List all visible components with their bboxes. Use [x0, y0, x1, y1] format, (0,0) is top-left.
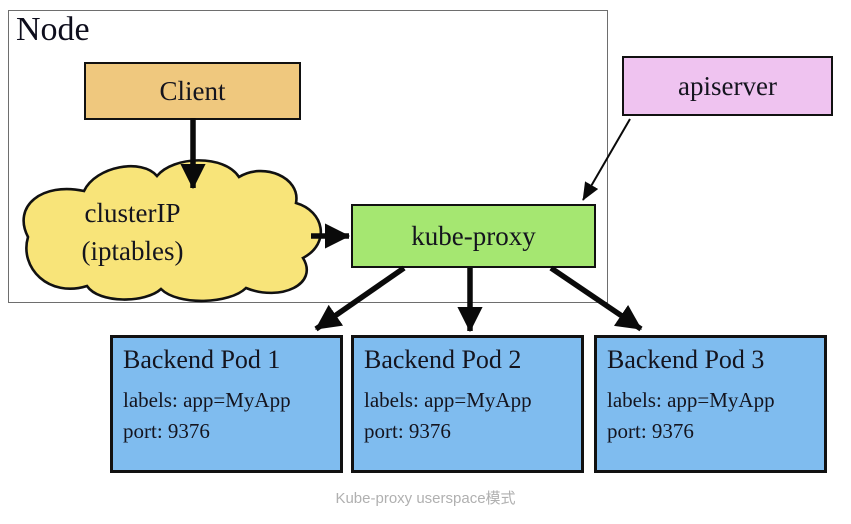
clusterip-line2: (iptables): [81, 236, 184, 266]
client-label: Client: [159, 75, 226, 106]
apiserver-box: apiserver: [622, 56, 833, 116]
clusterip-cloud-text: clusterIP (iptables): [30, 194, 235, 270]
backend-pod-3-box: Backend Pod 3 labels: app=MyApp port: 93…: [594, 335, 827, 473]
pod-labels: labels: app=MyApp: [123, 388, 291, 412]
backend-pod-2-box: Backend Pod 2 labels: app=MyApp port: 93…: [351, 335, 584, 473]
pod-title: Backend Pod 3: [607, 345, 765, 374]
kube-proxy-label: kube-proxy: [411, 220, 536, 251]
node-label: Node: [16, 11, 90, 48]
pod-labels: labels: app=MyApp: [364, 388, 532, 412]
pod-labels: labels: app=MyApp: [607, 388, 775, 412]
client-box: Client: [84, 62, 301, 120]
apiserver-label: apiserver: [678, 70, 777, 101]
pod-port: port: 9376: [364, 419, 451, 443]
backend-pod-1-box: Backend Pod 1 labels: app=MyApp port: 93…: [110, 335, 343, 473]
clusterip-line1: clusterIP: [84, 198, 181, 228]
pod-port: port: 9376: [607, 419, 694, 443]
figure-caption: Kube-proxy userspace模式: [335, 490, 516, 507]
pod-port: port: 9376: [123, 419, 210, 443]
kube-proxy-box: kube-proxy: [351, 204, 596, 268]
pod-title: Backend Pod 2: [364, 345, 522, 374]
pod-title: Backend Pod 1: [123, 345, 281, 374]
